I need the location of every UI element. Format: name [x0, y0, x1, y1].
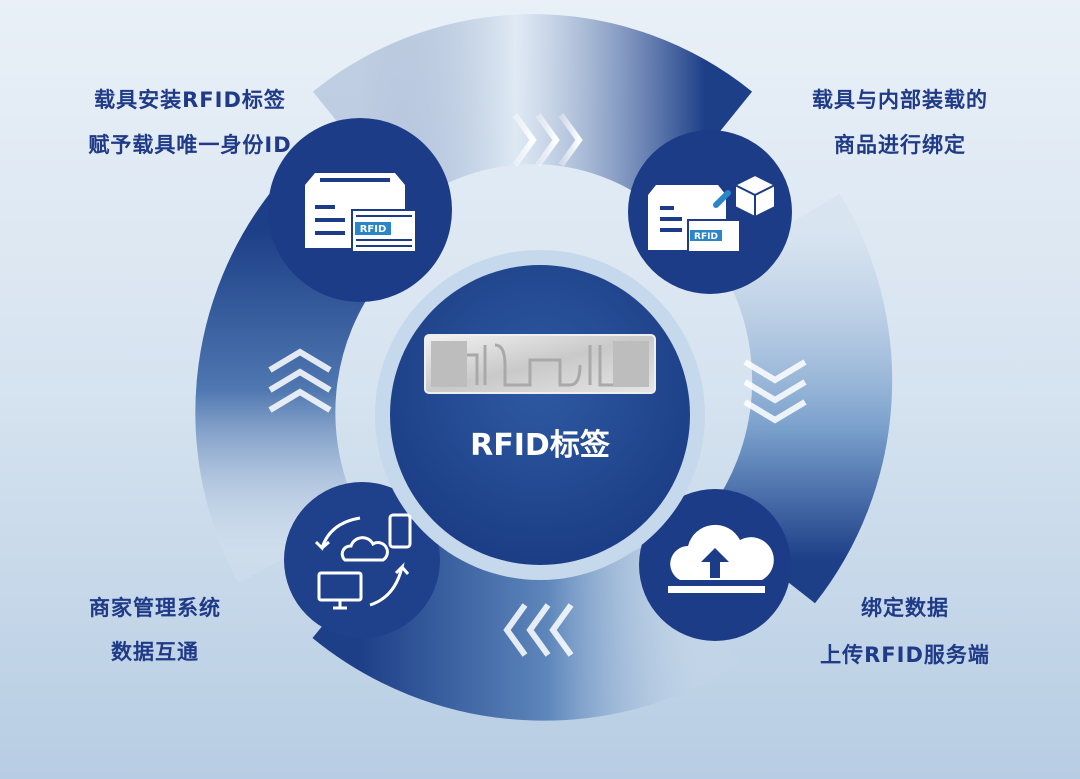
center-label: RFID标签 [470, 428, 610, 463]
data-sync-icon [314, 513, 412, 610]
step1-line1: 载具安装RFID标签 [94, 88, 286, 112]
step2-line2: 商品进行绑定 [834, 133, 966, 157]
arrow-up-chevrons [268, 348, 332, 413]
step2-line1: 载具与内部装载的 [812, 88, 988, 112]
step4-line1: 商家管理系统 [89, 596, 221, 620]
step3-line2: 上传RFID服务端 [820, 643, 990, 667]
svg-text:RFID: RFID [360, 224, 387, 235]
rfid-carrier-icon: RFID [305, 173, 417, 253]
step1-line2: 赋予载具唯一身份ID [88, 133, 292, 157]
rfid-tag-graphic [424, 334, 656, 394]
cloud-upload-icon [668, 524, 774, 593]
arrow-down-chevrons [743, 359, 807, 424]
step4-line2: 数据互通 [111, 640, 199, 664]
carrier-link-box-icon: RFID [648, 173, 776, 253]
arrow-right-chevrons [512, 113, 583, 167]
center-circle [390, 265, 690, 565]
arrow-left-chevrons [503, 603, 574, 657]
step3-line1: 绑定数据 [861, 596, 949, 620]
svg-text:RFID: RFID [694, 232, 718, 242]
